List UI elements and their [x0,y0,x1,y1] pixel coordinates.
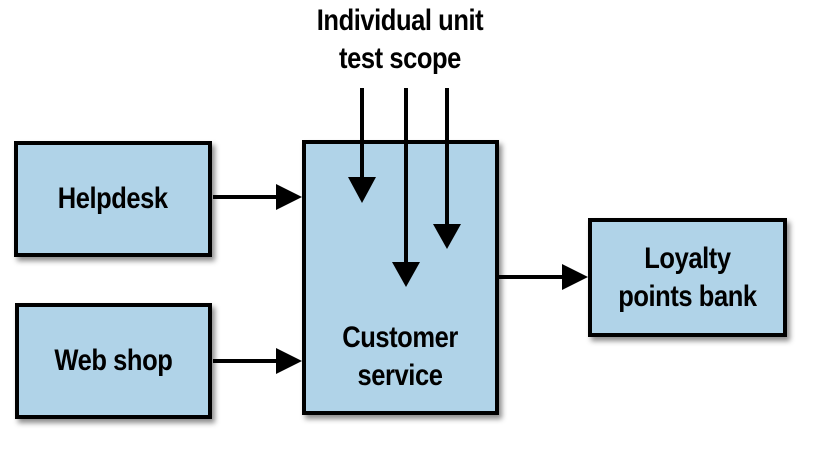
annotation-individual-unit-test-scope: Individual unit test scope [250,2,550,78]
node-customer-service-label-line-2: service [358,359,443,392]
node-helpdesk-label: Helpdesk [58,182,168,215]
arrow-helpdesk-to-customer-service [213,184,302,210]
node-web-shop-label: Web shop [54,344,173,377]
node-helpdesk: Helpdesk [14,141,212,257]
node-customer-service-label-line-1: Customer [342,321,459,354]
annotation-line-1: Individual unit [316,4,484,37]
node-web-shop: Web shop [15,303,212,419]
annotation-line-2: test scope [339,42,461,75]
arrow-web-shop-to-customer-service [213,348,302,374]
node-loyalty-points-bank-label-line-2: points bank [618,279,757,313]
node-customer-service: Customer service [302,140,499,415]
node-loyalty-points-bank: Loyalty points bank [588,218,787,337]
node-loyalty-points-bank-label-line-1: Loyalty [644,241,731,275]
arrow-customer-service-to-loyalty-points-bank [498,264,588,290]
